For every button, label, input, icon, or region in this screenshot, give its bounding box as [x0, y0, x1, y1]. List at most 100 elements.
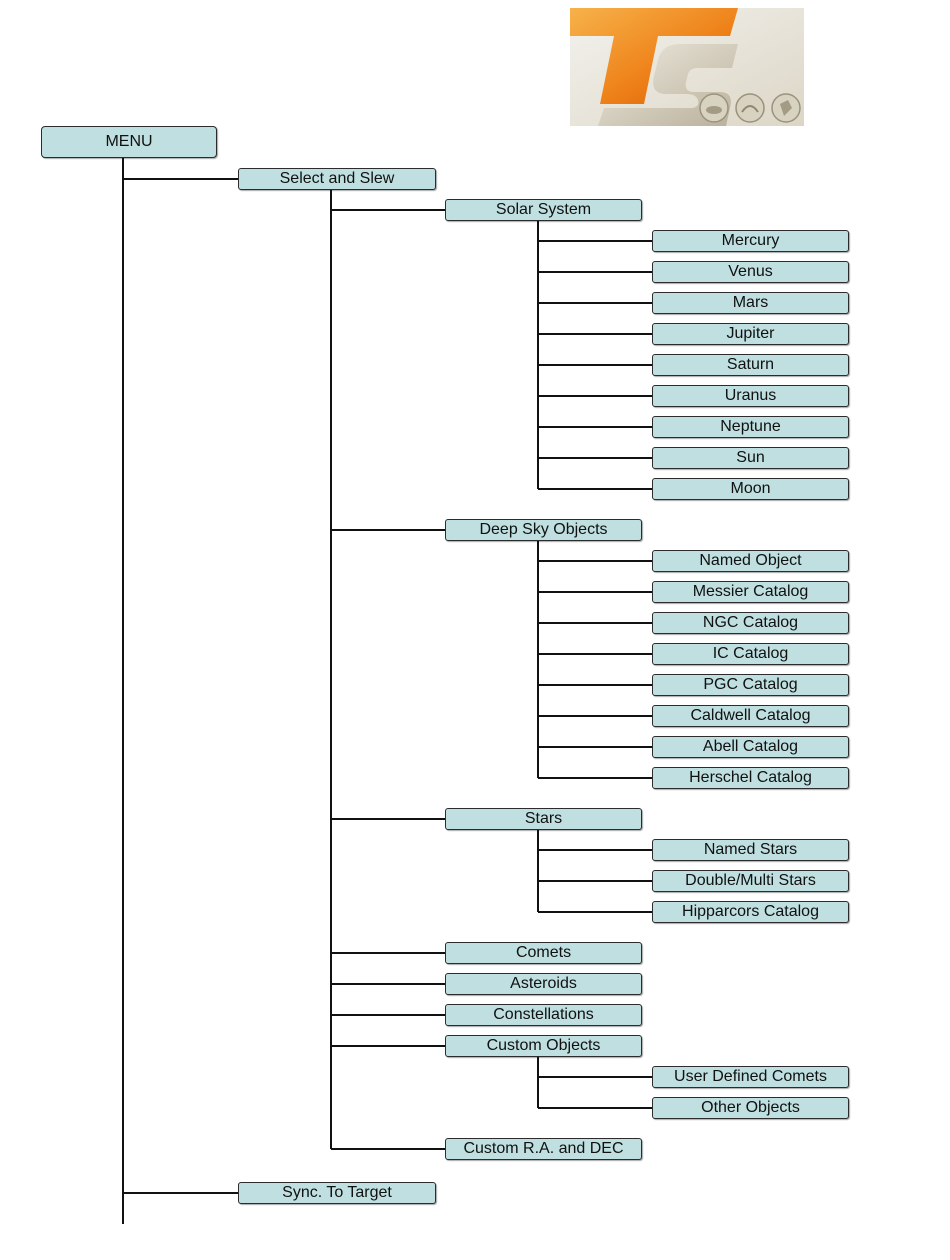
connector-venus — [538, 271, 652, 273]
menu-node-comets-label: Comets — [515, 944, 572, 961]
connector-named-object — [538, 560, 652, 562]
connector-herschel-catalog — [538, 777, 652, 779]
menu-leaf-herschel-catalog-label: Herschel Catalog — [689, 769, 812, 786]
menu-leaf-neptune[interactable]: Neptune — [652, 416, 849, 438]
trunk-deep-sky-objects — [537, 541, 539, 778]
menu-leaf-pgc-catalog[interactable]: PGC Catalog — [652, 674, 849, 696]
menu-node-asteroids[interactable]: Asteroids — [445, 973, 642, 995]
connector-custom-r-a-and-dec — [331, 1148, 445, 1150]
connector-mars — [538, 302, 652, 304]
connector-neptune — [538, 426, 652, 428]
connector-other-objects — [538, 1107, 652, 1109]
connector-caldwell-catalog — [538, 715, 652, 717]
menu-leaf-herschel-catalog[interactable]: Herschel Catalog — [652, 767, 849, 789]
menu-leaf-named-object[interactable]: Named Object — [652, 550, 849, 572]
connector-uranus — [538, 395, 652, 397]
connector-pgc-catalog — [538, 684, 652, 686]
menu-leaf-sun-label: Sun — [736, 449, 765, 466]
menu-leaf-hipparcors-catalog[interactable]: Hipparcors Catalog — [652, 901, 849, 923]
menu-leaf-jupiter[interactable]: Jupiter — [652, 323, 849, 345]
menu-leaf-moon[interactable]: Moon — [652, 478, 849, 500]
trunk-menu — [122, 158, 124, 1224]
menu-node-asteroids-label: Asteroids — [510, 975, 577, 992]
connector-saturn — [538, 364, 652, 366]
menu-leaf-other-objects[interactable]: Other Objects — [652, 1097, 849, 1119]
connector-hipparcors-catalog — [538, 911, 652, 913]
menu-root-node-label: MENU — [105, 133, 153, 150]
menu-leaf-ngc-catalog[interactable]: NGC Catalog — [652, 612, 849, 634]
menu-node-stars-label: Stars — [524, 810, 563, 827]
menu-leaf-named-stars-label: Named Stars — [703, 841, 798, 858]
trunk-select-and-slew — [330, 190, 332, 1149]
connector-deep-sky-objects — [331, 529, 445, 531]
trunk-stars — [537, 830, 539, 912]
menu-node-custom-r-a-and-dec[interactable]: Custom R.A. and DEC — [445, 1138, 642, 1160]
menu-node-deep-sky-objects-label: Deep Sky Objects — [479, 521, 608, 538]
connector-user-defined-comets — [538, 1076, 652, 1078]
menu-leaf-messier-catalog-label: Messier Catalog — [692, 583, 809, 600]
menu-leaf-caldwell-catalog-label: Caldwell Catalog — [690, 707, 811, 724]
trunk-custom-objects — [537, 1057, 539, 1108]
menu-leaf-double-multi-stars-label: Double/Multi Stars — [685, 872, 816, 889]
connector-abell-catalog — [538, 746, 652, 748]
brand-logo — [570, 8, 804, 126]
menu-node-deep-sky-objects[interactable]: Deep Sky Objects — [445, 519, 642, 541]
connector-sun — [538, 457, 652, 459]
connector-ic-catalog — [538, 653, 652, 655]
menu-leaf-mercury[interactable]: Mercury — [652, 230, 849, 252]
menu-leaf-other-objects-label: Other Objects — [701, 1099, 800, 1116]
connector-named-stars — [538, 849, 652, 851]
menu-leaf-pgc-catalog-label: PGC Catalog — [703, 676, 798, 693]
menu-leaf-uranus[interactable]: Uranus — [652, 385, 849, 407]
menu-node-stars[interactable]: Stars — [445, 808, 642, 830]
connector-asteroids — [331, 983, 445, 985]
connector-messier-catalog — [538, 591, 652, 593]
menu-leaf-user-defined-comets[interactable]: User Defined Comets — [652, 1066, 849, 1088]
menu-leaf-saturn[interactable]: Saturn — [652, 354, 849, 376]
menu-leaf-mars[interactable]: Mars — [652, 292, 849, 314]
menu-leaf-sun[interactable]: Sun — [652, 447, 849, 469]
menu-node-constellations-label: Constellations — [493, 1006, 594, 1023]
menu-node-constellations[interactable]: Constellations — [445, 1004, 642, 1026]
menu-leaf-abell-catalog-label: Abell Catalog — [702, 738, 799, 755]
connector-custom-objects — [331, 1045, 445, 1047]
menu-leaf-double-multi-stars[interactable]: Double/Multi Stars — [652, 870, 849, 892]
menu-node-custom-objects[interactable]: Custom Objects — [445, 1035, 642, 1057]
menu-node-solar-system-label: Solar System — [495, 201, 592, 218]
menu-leaf-abell-catalog[interactable]: Abell Catalog — [652, 736, 849, 758]
menu-leaf-ic-catalog[interactable]: IC Catalog — [652, 643, 849, 665]
menu-leaf-saturn-label: Saturn — [726, 356, 775, 373]
menu-leaf-mercury-label: Mercury — [721, 232, 780, 249]
menu-leaf-venus-label: Venus — [728, 263, 773, 280]
connector-stars — [331, 818, 445, 820]
connector-sync-to-target — [123, 1192, 238, 1194]
menu-leaf-jupiter-label: Jupiter — [726, 325, 775, 342]
menu-leaf-venus[interactable]: Venus — [652, 261, 849, 283]
connector-mercury — [538, 240, 652, 242]
menu-leaf-neptune-label: Neptune — [720, 418, 781, 435]
connector-ngc-catalog — [538, 622, 652, 624]
menu-node-custom-objects-label: Custom Objects — [486, 1037, 601, 1054]
menu-node-solar-system[interactable]: Solar System — [445, 199, 642, 221]
menu-leaf-user-defined-comets-label: User Defined Comets — [674, 1068, 827, 1085]
menu-leaf-messier-catalog[interactable]: Messier Catalog — [652, 581, 849, 603]
connector-moon — [538, 488, 652, 490]
menu-node-sync-to-target-label: Sync. To Target — [282, 1184, 392, 1201]
menu-leaf-ngc-catalog-label: NGC Catalog — [702, 614, 799, 631]
menu-node-select-and-slew[interactable]: Select and Slew — [238, 168, 436, 190]
menu-node-custom-r-a-and-dec-label: Custom R.A. and DEC — [463, 1140, 624, 1157]
menu-node-sync-to-target[interactable]: Sync. To Target — [238, 1182, 436, 1204]
menu-node-comets[interactable]: Comets — [445, 942, 642, 964]
connector-select-and-slew — [123, 178, 238, 180]
menu-leaf-hipparcors-catalog-label: Hipparcors Catalog — [682, 903, 819, 920]
menu-leaf-mars-label: Mars — [732, 294, 769, 311]
menu-node-select-and-slew-label: Select and Slew — [279, 170, 395, 187]
trunk-solar-system — [537, 221, 539, 489]
menu-leaf-named-stars[interactable]: Named Stars — [652, 839, 849, 861]
logo-badge-icons — [699, 93, 801, 123]
menu-leaf-ic-catalog-label: IC Catalog — [712, 645, 789, 662]
menu-leaf-caldwell-catalog[interactable]: Caldwell Catalog — [652, 705, 849, 727]
menu-root-node[interactable]: MENU — [41, 126, 217, 158]
connector-solar-system — [331, 209, 445, 211]
